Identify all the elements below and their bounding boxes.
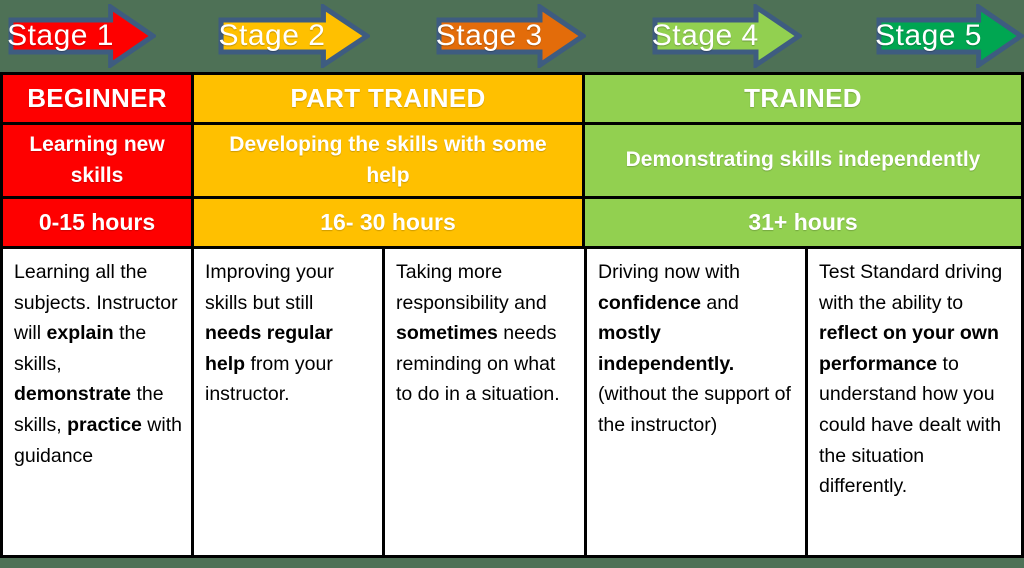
right-arrow-shape: [8, 4, 156, 68]
stage-3-arrow: Stage 3: [436, 4, 586, 68]
training-stages-table: BEGINNER PART TRAINED TRAINED Learning n…: [0, 72, 1024, 558]
stage-5-arrow: Stage 5: [875, 4, 1024, 68]
level-title-row: BEGINNER PART TRAINED TRAINED: [3, 75, 1021, 122]
level-title-part-trained: PART TRAINED: [194, 75, 582, 122]
level-title-trained: TRAINED: [585, 75, 1021, 122]
stage-1-label: Stage 1: [7, 19, 114, 52]
stage-4-label: Stage 4: [651, 19, 759, 52]
right-arrow-icon: [218, 4, 370, 68]
right-arrow-icon: [8, 4, 156, 68]
right-arrow-shape: [436, 4, 586, 68]
stage-2-arrow: Stage 2: [218, 4, 370, 68]
right-arrow-shape: [652, 4, 802, 68]
hours-trained: 31+ hours: [585, 199, 1021, 246]
right-arrow-icon: [652, 4, 802, 68]
level-subtitle-row: Learning new skills Developing the skill…: [3, 125, 1021, 196]
hours-part-trained: 16- 30 hours: [194, 199, 582, 246]
right-arrow-shape: [218, 4, 370, 68]
stage-2-description: Improving your skills but still needs re…: [194, 249, 382, 555]
stage-2-label: Stage 2: [218, 19, 326, 52]
level-subtitle-trained: Demonstrating skills independently: [585, 125, 1021, 196]
level-subtitle-beginner: Learning new skills: [3, 125, 191, 196]
stage-3-label: Stage 3: [435, 19, 543, 52]
level-subtitle-part-trained: Developing the skills with some help: [194, 125, 582, 196]
stage-description-row: Learning all the subjects. Instructor wi…: [3, 249, 1021, 555]
right-arrow-shape: [876, 4, 1024, 68]
stage-5-label: Stage 5: [875, 19, 982, 52]
stage-1-arrow: Stage 1: [7, 4, 156, 68]
stage-1-description: Learning all the subjects. Instructor wi…: [3, 249, 191, 555]
right-arrow-icon: [876, 4, 1024, 68]
hours-row: 0-15 hours 16- 30 hours 31+ hours: [3, 199, 1021, 246]
level-title-beginner: BEGINNER: [3, 75, 191, 122]
stage-4-arrow: Stage 4: [652, 4, 802, 68]
stage-5-description: Test Standard driving with the ability t…: [808, 249, 1021, 555]
stage-arrow-strip: Stage 1 Stage 2 Stage 3 Stage 4 Stage 5: [0, 0, 1024, 72]
stage-3-description: Taking more responsibility and sometimes…: [385, 249, 584, 555]
right-arrow-icon: [436, 4, 586, 68]
stage-4-description: Driving now with confidence and mostly i…: [587, 249, 805, 555]
hours-beginner: 0-15 hours: [3, 199, 191, 246]
